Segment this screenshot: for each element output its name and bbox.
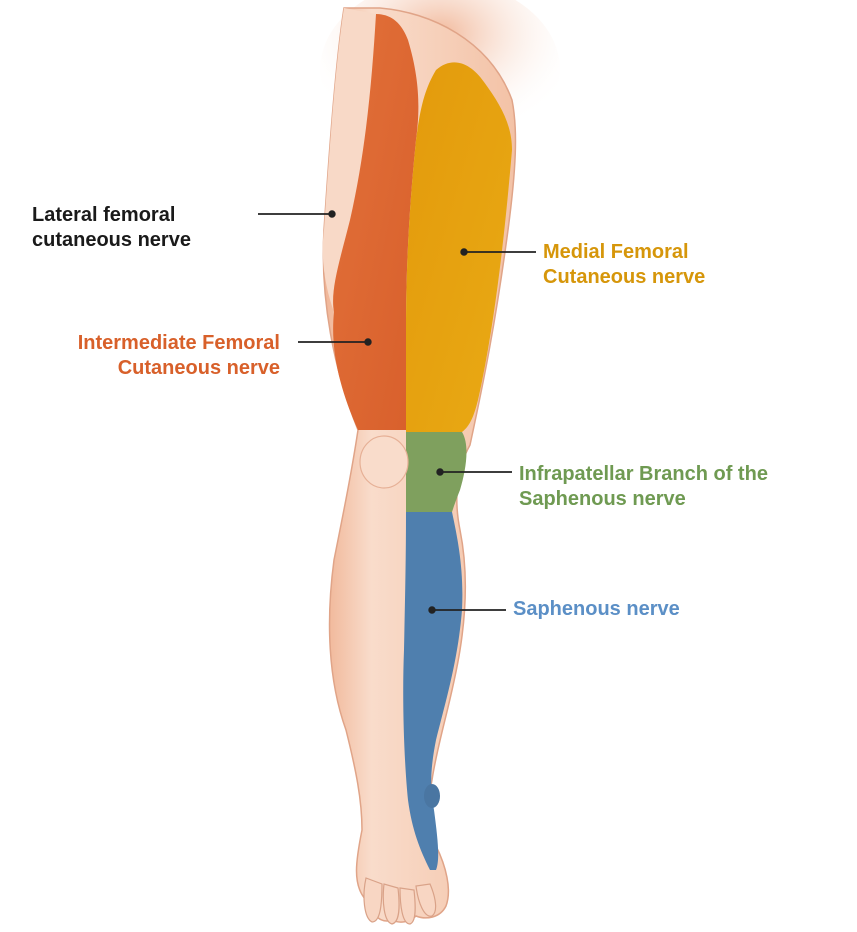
kneecap: [360, 436, 408, 488]
label-lateral-femoral-cutaneous: Lateral femoral cutaneous nerve: [32, 203, 191, 253]
medial-femoral-zone: [406, 62, 512, 432]
label-infrapatellar-line2: Saphenous nerve: [519, 487, 768, 512]
label-medial-femoral-cutaneous: Medial Femoral Cutaneous nerve: [543, 240, 705, 290]
dot-medial: [461, 249, 467, 255]
label-lateral-line2: cutaneous nerve: [32, 228, 191, 253]
label-intermediate-line1: Intermediate Femoral: [78, 331, 280, 356]
dot-intermediate: [365, 339, 371, 345]
label-infrapatellar-line1: Infrapatellar Branch of the: [519, 462, 768, 487]
label-medial-line1: Medial Femoral: [543, 240, 705, 265]
label-infrapatellar-branch: Infrapatellar Branch of the Saphenous ne…: [519, 462, 768, 512]
label-intermediate-line2: Cutaneous nerve: [78, 356, 280, 381]
saphenous-zone: [403, 512, 462, 870]
label-medial-line2: Cutaneous nerve: [543, 265, 705, 290]
dot-saphenous: [429, 607, 435, 613]
label-intermediate-femoral-cutaneous: Intermediate Femoral Cutaneous nerve: [78, 331, 280, 381]
ankle-bone: [424, 784, 440, 808]
label-saphenous-nerve: Saphenous nerve: [513, 597, 680, 622]
label-saphenous-line1: Saphenous nerve: [513, 597, 680, 622]
dot-lateral: [329, 211, 335, 217]
dot-infrapatellar: [437, 469, 443, 475]
label-lateral-line1: Lateral femoral: [32, 203, 191, 228]
